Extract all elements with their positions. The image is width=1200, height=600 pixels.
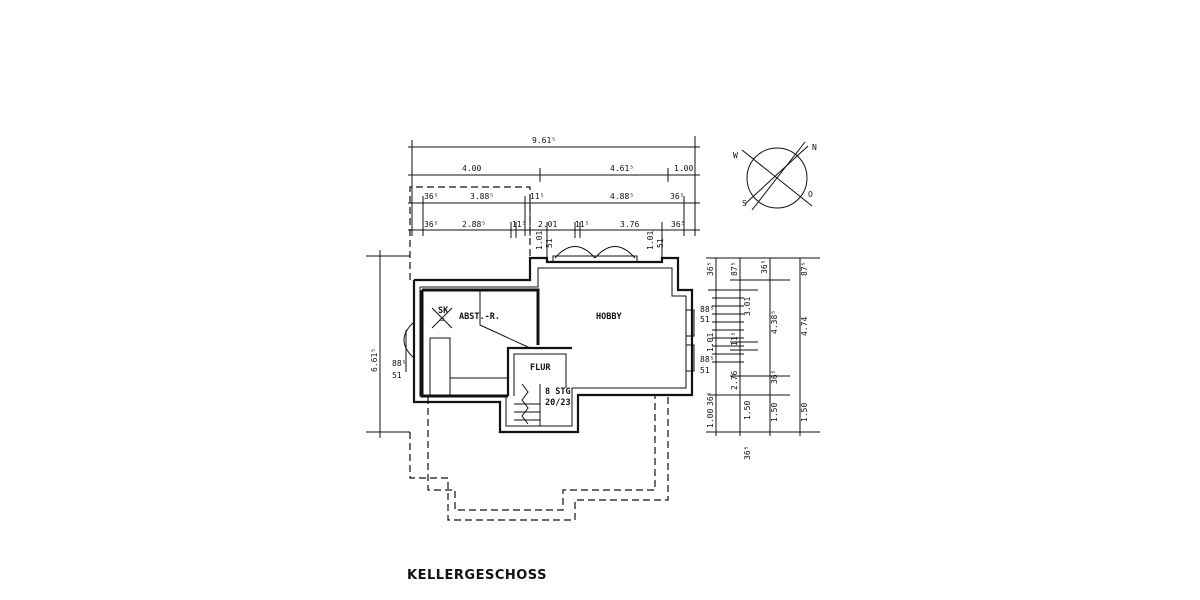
dim-row2-b: 4.61⁵ — [610, 164, 634, 173]
dim-right-win2-b: 51 — [700, 366, 710, 375]
dim-right-c4-c: 1.50 — [800, 403, 809, 422]
dashed-outline — [409, 186, 669, 521]
dim-right-win1-a: 88⁵ — [700, 305, 714, 314]
right-dimension-lines — [706, 257, 820, 436]
dim-row2-a: 4.00 — [462, 164, 481, 173]
dim-row3-b: 3.88⁵ — [470, 192, 494, 201]
compass-s: S — [742, 199, 747, 208]
dim-row4-e: 11⁵ — [575, 220, 589, 229]
dim-right-c4-b: 4.74 — [800, 317, 809, 336]
dim-window-left-a: 1.01 — [535, 231, 544, 250]
dim-window-right-b: 51 — [656, 238, 665, 248]
dim-left-height: 6.61⁵ — [370, 348, 379, 372]
dim-row2-c: 1.00 — [674, 164, 693, 173]
dim-left-bay-a: 88⁵ — [392, 359, 406, 368]
dim-total-width: 9.61⁵ — [532, 136, 556, 145]
room-label-flur: FLUR — [530, 363, 551, 373]
dim-row4-b: 2.88⁵ — [462, 220, 486, 229]
dim-row4-a: 36⁵ — [424, 220, 438, 229]
sk-symbol: = — [431, 307, 453, 329]
dim-right-win1-b: 51 — [700, 315, 710, 324]
dim-right-c3-c: 36⁵ — [770, 370, 779, 384]
dim-row3-a: 36⁵ — [424, 192, 438, 201]
dim-right-c3-b: 4.38⁵ — [770, 310, 779, 334]
dim-right-c2-e: 36⁵ — [743, 446, 752, 460]
room-label-abst: ABST.-R. — [459, 312, 500, 322]
dim-window-left-b: 51 — [545, 238, 554, 248]
compass-o: O — [808, 190, 813, 199]
stairs-label-count: 8 STG — [545, 387, 571, 397]
dim-row3-d: 4.88⁵ — [610, 192, 634, 201]
dim-right-c3-a: 36⁵ — [760, 260, 769, 274]
floor-plan-title: KELLERGESCHOSS — [407, 568, 547, 583]
dim-row4-f: 3.76 — [620, 220, 639, 229]
dim-right-c1-d: 36⁵ — [706, 392, 715, 406]
dim-row3-e: 36⁵ — [670, 192, 684, 201]
dim-right-c1-a: 36⁵ — [706, 262, 715, 276]
dim-right-c4-a: 87⁵ — [800, 262, 809, 276]
dim-right-c3-d: 1.50 — [770, 403, 779, 422]
dim-right-win2-a: 88⁵ — [700, 355, 714, 364]
room-label-sk: SK — [438, 306, 449, 316]
top-dimension-lines — [408, 136, 700, 258]
dim-right-c2-a: 87⁵ — [730, 262, 739, 276]
dim-row4-d: 2.01 — [538, 220, 557, 229]
compass-w: W — [733, 151, 738, 160]
compass-n: N — [812, 143, 817, 152]
building-walls — [403, 246, 695, 434]
dim-right-c1-e: 1.00 — [706, 409, 715, 428]
stairs-label-ratio: 20/23 — [545, 398, 571, 408]
room-label-hobby: HOBBY — [596, 312, 622, 322]
dim-right-c2-b: 3.01 — [743, 297, 752, 316]
dim-window-right-a: 1.01 — [646, 231, 655, 250]
dim-right-c1-c: 2.76 — [730, 371, 739, 390]
dim-right-c2-d: 1.50 — [743, 401, 752, 420]
left-dimension-line — [366, 250, 410, 438]
compass-symbol: W N S O — [733, 141, 817, 211]
dim-right-c1-b: 1.01 — [706, 333, 715, 352]
dim-row3-c: 11⁵ — [530, 192, 544, 201]
dim-right-c2-c: 11⁵ — [730, 332, 739, 346]
dim-row4-g: 36⁵ — [671, 220, 685, 229]
dim-row4-c: 11⁵ — [512, 220, 526, 229]
sk-equals: = — [440, 315, 445, 324]
dim-left-bay-b: 51 — [392, 371, 402, 380]
